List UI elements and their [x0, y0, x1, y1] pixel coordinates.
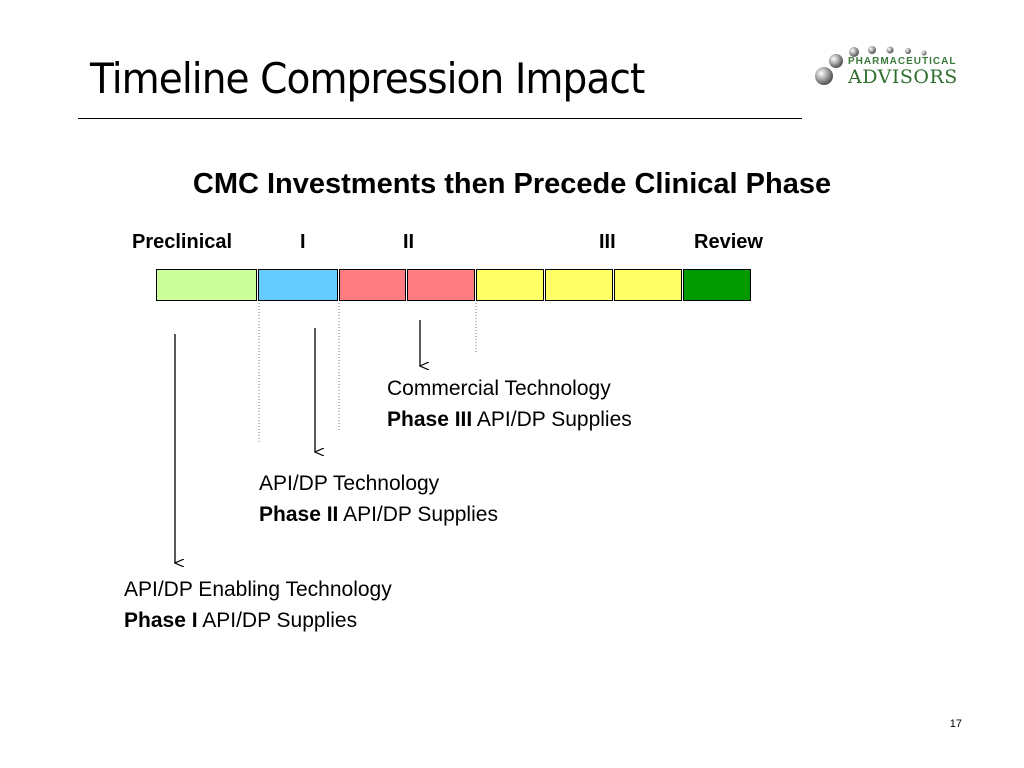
segment-preclinical [156, 269, 257, 301]
annotation-rest: API/DP Supplies [202, 609, 358, 632]
segment-phase-ii-a [339, 269, 406, 301]
segment-phase-iii-c [614, 269, 682, 301]
phase-label-preclinical: Preclinical [132, 231, 233, 253]
grey-spheres-logo-icon [815, 46, 927, 85]
title-divider [78, 118, 802, 119]
segment-phase-i [258, 269, 338, 301]
annotation-rest: API/DP Supplies [476, 408, 632, 431]
phase-label-review: Review [694, 231, 763, 253]
annotation-bold-phase: Phase III [387, 408, 473, 431]
annotation-rest: API/DP Supplies [343, 503, 498, 526]
phase-label-i: I [300, 231, 306, 253]
pharmaceutical-advisors-logo [814, 44, 954, 96]
page-number: 17 [949, 718, 962, 730]
phase-label-iii: III [599, 231, 616, 253]
segment-phase-ii-b [407, 269, 475, 301]
annotation-line1: Commercial Technology [387, 377, 611, 400]
annotation-bold-phase: Phase II [259, 503, 339, 526]
annotation-line1: API/DP Enabling Technology [124, 578, 392, 601]
annotation-commercial-technology: Commercial Technology Phase III API/DP S… [387, 373, 632, 435]
logo-text-pharmaceutical: PHARMACEUTICAL [848, 56, 957, 67]
annotation-line1: API/DP Technology [259, 472, 440, 495]
annotation-enabling-technology: API/DP Enabling Technology Phase I API/D… [124, 574, 392, 636]
segment-review [683, 269, 751, 301]
annotation-bold-phase: Phase I [124, 609, 198, 632]
phase-label-ii: II [403, 231, 415, 253]
segment-phase-iii-a [476, 269, 544, 301]
slide-subtitle: CMC Investments then Precede Clinical Ph… [192, 168, 832, 200]
annotation-api-dp-technology: API/DP Technology Phase II API/DP Suppli… [259, 468, 498, 530]
segment-phase-iii-b [545, 269, 613, 301]
slide-title: Timeline Compression Impact [90, 54, 645, 103]
logo-text-advisors: ADVISORS [848, 66, 958, 88]
